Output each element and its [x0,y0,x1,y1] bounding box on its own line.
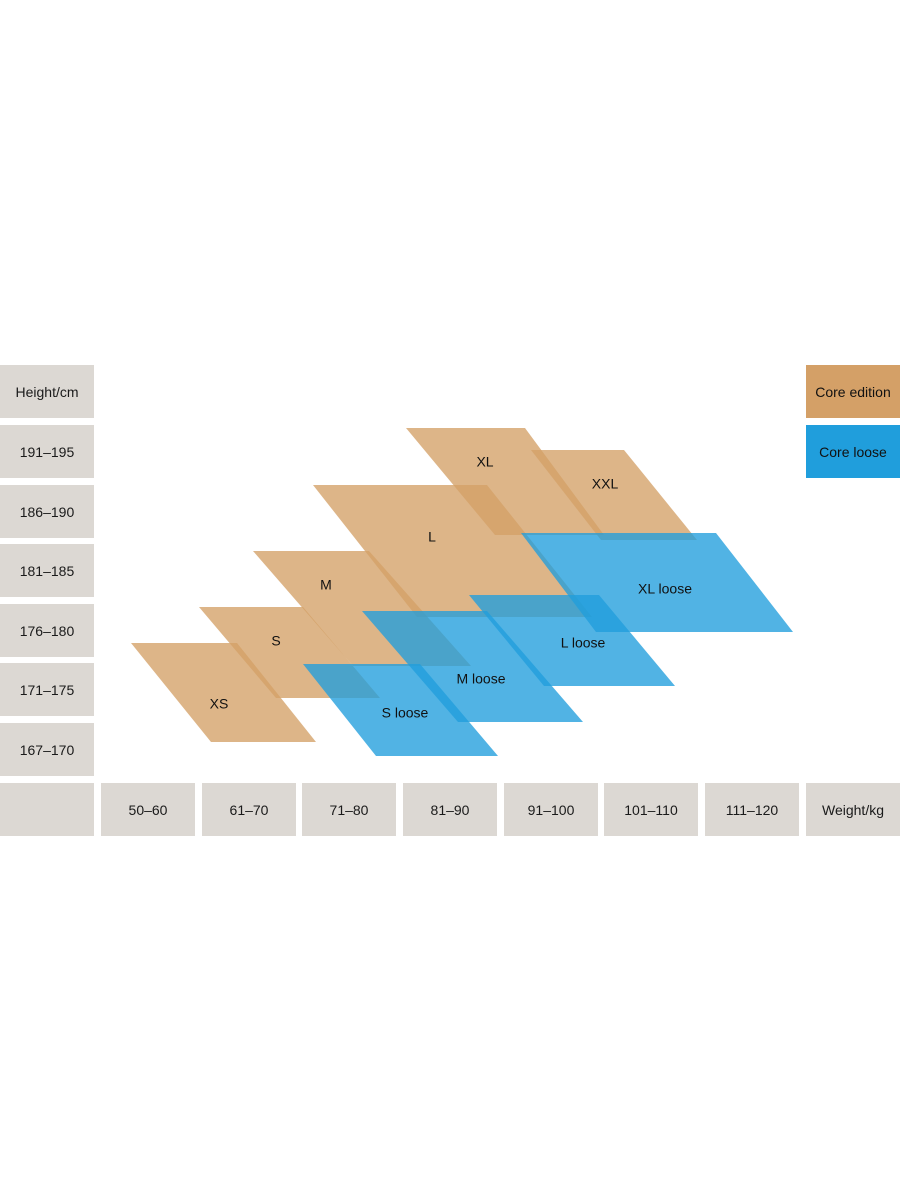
label-l-loose: L loose [561,635,606,651]
x-tick-label: 71–80 [302,783,396,836]
y-tick-label: 186–190 [0,485,94,538]
label-m-loose: M loose [456,671,505,687]
size-regions [131,428,793,756]
x-tick-label: 101–110 [604,783,698,836]
x-tick-label: 50–60 [101,783,195,836]
region-xl-loose [521,533,793,632]
legend-core-edition: Core edition [806,365,900,418]
axis-corner-cell [0,783,94,836]
label-xl: XL [476,454,493,470]
y-tick-label: 171–175 [0,663,94,716]
region-xl [406,428,604,535]
size-labels: XS S M L XL XXL S loose M loose L loose XL loose [210,454,693,721]
x-tick-label: 81–90 [403,783,497,836]
y-tick-label: 191–195 [0,425,94,478]
region-m-loose [362,611,583,722]
region-xxl [531,450,697,540]
legend-core-loose: Core loose [806,425,900,478]
y-tick-label: 181–185 [0,544,94,597]
label-xl-loose: XL loose [638,581,692,597]
region-l [313,485,592,617]
x-tick-label: 61–70 [202,783,296,836]
y-tick-label: 176–180 [0,604,94,657]
y-axis-label: Height/cm [0,365,94,418]
label-xxl: XXL [592,476,619,492]
region-s-loose [303,664,498,756]
x-tick-label: 91–100 [504,783,598,836]
x-axis-label: Weight/kg [806,783,900,836]
x-tick-label: 111–120 [705,783,799,836]
y-tick-label: 167–170 [0,723,94,776]
label-xs: XS [210,696,229,712]
label-s-loose: S loose [382,705,429,721]
region-xs [131,643,316,742]
label-s: S [271,633,280,649]
region-l-loose [469,595,675,686]
label-m: M [320,577,332,593]
label-l: L [428,529,436,545]
